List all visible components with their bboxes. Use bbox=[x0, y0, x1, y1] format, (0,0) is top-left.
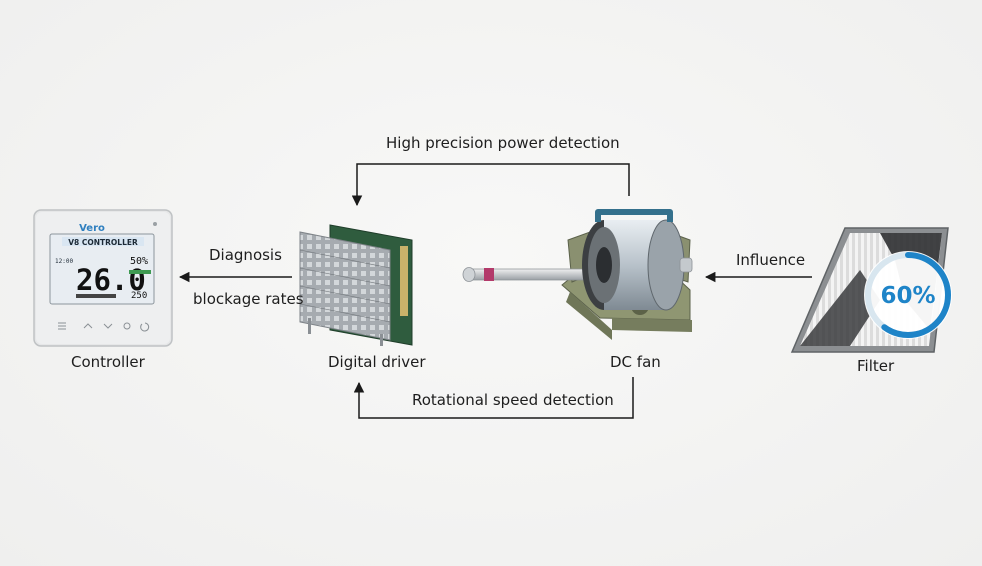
driver-label: Digital driver bbox=[328, 353, 426, 371]
controller-side-value: 250 bbox=[131, 291, 147, 301]
controller-model: V8 CONTROLLER bbox=[68, 238, 138, 247]
filter-gauge-arc bbox=[865, 252, 951, 338]
driver-board bbox=[299, 224, 413, 346]
dc-fan-motor bbox=[462, 209, 693, 340]
controller-device: Vero V8 CONTROLLER 12:00 26.0 50% 250 bbox=[33, 209, 173, 347]
controller-brand: Vero bbox=[79, 223, 105, 234]
blockage-label: blockage rates bbox=[193, 290, 304, 308]
filter-label: Filter bbox=[857, 357, 895, 375]
controller-side-pct: 50% bbox=[130, 256, 148, 267]
fan-label: DC fan bbox=[610, 353, 661, 371]
diagnosis-label: Diagnosis bbox=[209, 246, 282, 264]
influence-label: Influence bbox=[736, 251, 806, 269]
speed-detection-label: Rotational speed detection bbox=[412, 391, 614, 409]
power-detection-arrow bbox=[351, 163, 630, 207]
filter-gauge: 60% bbox=[864, 251, 952, 339]
controller-label: Controller bbox=[71, 353, 145, 371]
controller-buttons bbox=[58, 322, 150, 332]
controller-clock: 12:00 bbox=[55, 258, 73, 265]
speed-detection-arrow bbox=[353, 377, 634, 419]
filter-gauge-text: 60% bbox=[880, 283, 935, 309]
controller-main-value: 26.0 bbox=[76, 263, 146, 297]
power-detection-label: High precision power detection bbox=[386, 134, 620, 152]
